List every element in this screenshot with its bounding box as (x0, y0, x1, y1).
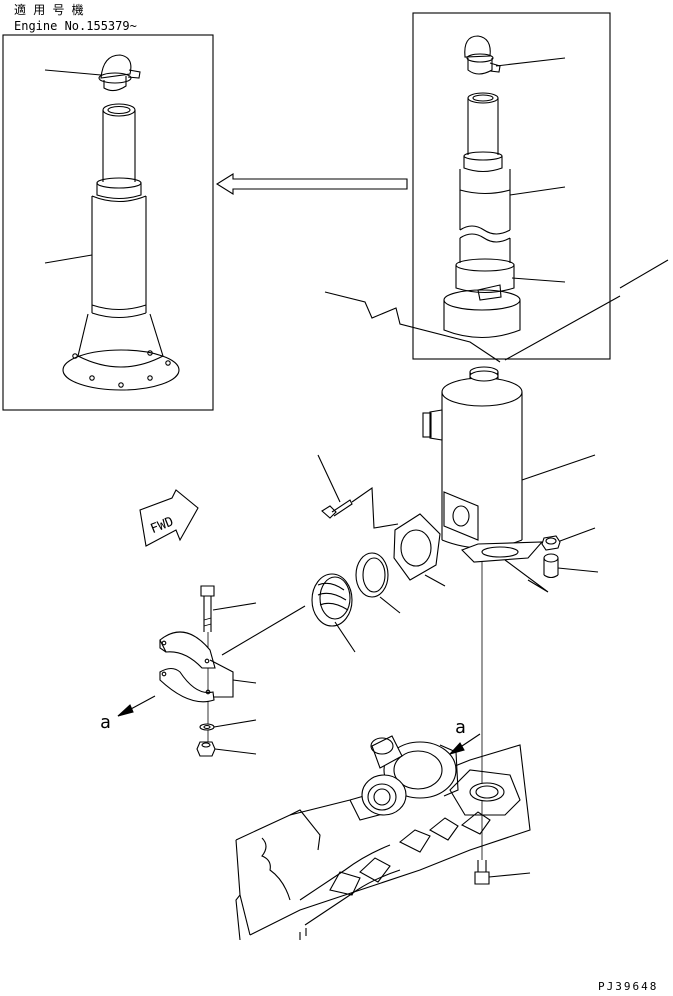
washer (199, 723, 215, 731)
leader-line (521, 454, 596, 481)
leader-line (379, 596, 401, 614)
detail-box-right (412, 12, 611, 360)
seal-ring (355, 552, 389, 598)
clamp-bolt (200, 585, 215, 632)
leader-line (212, 602, 257, 611)
rain-cap-left (98, 54, 141, 92)
leader-line (317, 454, 341, 503)
leader-line (334, 621, 356, 653)
engine-serial: Engine No.155379~ (14, 19, 137, 33)
clamp-half-upper (159, 631, 216, 669)
leader-line (488, 872, 531, 878)
clamp-nut (196, 741, 216, 757)
engine-block (235, 744, 531, 941)
leader-line (504, 559, 549, 593)
upper-tube-left (102, 103, 136, 182)
leader-line (232, 679, 257, 684)
base-flange-right (443, 289, 521, 338)
stack-pipe-left (91, 196, 147, 319)
assembly-line (351, 486, 399, 529)
leader-line (619, 259, 669, 289)
turbocharger (361, 735, 459, 816)
stack-pipe-right (459, 169, 511, 263)
muffler (422, 366, 544, 563)
flange-base-left (62, 313, 180, 391)
leader-line (213, 719, 257, 728)
leader-line (509, 186, 566, 196)
break-line (324, 291, 501, 363)
detail-box-left (2, 34, 214, 411)
bellows-joint (311, 573, 353, 627)
assembly-line (209, 659, 234, 698)
drawing-number: PJ39648 (598, 980, 658, 993)
direction-arrow (215, 173, 408, 195)
leader-line (511, 277, 566, 283)
manifold-bolt (474, 860, 490, 885)
exhaust-manifold (449, 769, 521, 816)
leader-line (559, 527, 596, 542)
fwd-marker: FWD (139, 489, 199, 547)
view-a-left: a (100, 695, 156, 733)
leader-line (44, 254, 93, 264)
leader-line (504, 295, 621, 361)
bolt-upper (321, 499, 353, 519)
clamp-half-lower (159, 667, 215, 703)
collar-left (91, 177, 147, 203)
leader-line (495, 57, 566, 67)
upper-tube-right (463, 92, 503, 173)
applicability-label: 適 用 号 機 (14, 2, 84, 17)
assembly-line (221, 605, 306, 656)
leader-line (44, 69, 102, 76)
rain-cap-right (464, 35, 501, 75)
leader-line (557, 567, 599, 573)
view-a-right: a (448, 717, 481, 756)
view-a-label-left: a (100, 712, 111, 733)
clamp-band-right (455, 258, 515, 301)
leader-line (214, 748, 257, 755)
nut-right (541, 535, 561, 551)
leader-line (424, 574, 446, 587)
view-a-label-right: a (455, 717, 466, 738)
spacer-right (543, 553, 559, 579)
flange-gasket (393, 513, 441, 581)
